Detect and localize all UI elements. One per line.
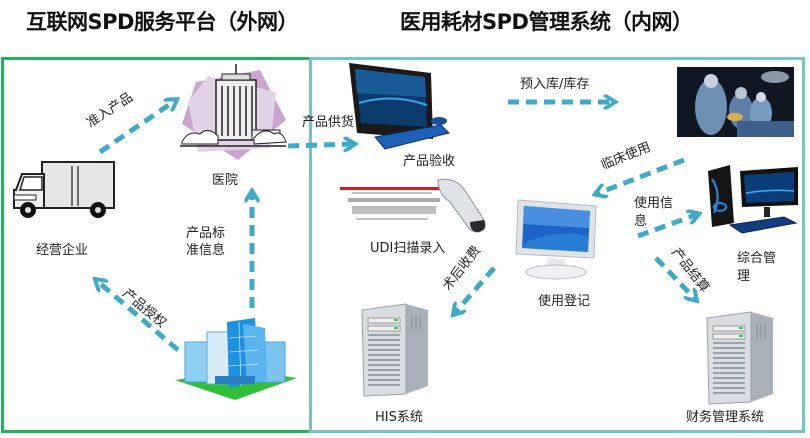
arrow-label-supply: 产品供货	[302, 115, 355, 130]
arrow-label-usage-info-1: 使用信	[634, 196, 674, 211]
management-desktop-computer-icon	[708, 165, 798, 234]
hospital-building-icon	[180, 64, 287, 160]
arrow-label-warehousing: 预入库/库存	[520, 77, 590, 92]
node-label-enterprise: 经营企业	[36, 243, 89, 258]
usage-registration-monitor-icon	[515, 199, 597, 280]
finance-server-icon	[706, 311, 773, 405]
arrow-settlement	[654, 256, 696, 300]
outer-network-title: 互联网SPD服务平台（外网）	[26, 10, 298, 34]
node-label-usage-registration: 使用登记	[538, 294, 591, 309]
node-label-his: HIS系统	[375, 410, 423, 425]
clinical-surgery-photo	[677, 67, 794, 137]
inner-network-title: 医用耗材SPD管理系统（内网）	[400, 10, 693, 34]
arrow-admission	[98, 100, 176, 155]
node-label-general-management-2: 理	[737, 269, 751, 284]
arrow-clinical-use	[596, 157, 685, 194]
node-label-general-management-1: 综合管	[737, 251, 777, 266]
node-label-udi-scan: UDI扫描录入	[370, 241, 446, 256]
arrow-supply	[287, 144, 354, 146]
arrow-label-standard-info-1: 产品标	[186, 226, 226, 241]
node-label-hospital: 医院	[212, 173, 239, 188]
node-label-acceptance: 产品验收	[403, 154, 456, 169]
inner-network-region	[309, 57, 805, 433]
delivery-truck-icon	[13, 161, 115, 218]
all-in-one-computer-icon	[349, 63, 450, 150]
arrow-post-op-billing	[454, 266, 496, 314]
outer-network-region	[1, 57, 309, 433]
udi-barcode-scanner-icon	[340, 178, 486, 233]
arrow-label-usage-info-2: 息	[634, 214, 648, 229]
node-label-finance: 财务管理系统	[686, 410, 765, 425]
arrow-usage-info	[637, 214, 698, 239]
his-server-icon	[361, 303, 428, 397]
arrow-label-standard-info-2: 准信息	[186, 243, 226, 258]
enterprise-platform-building-icon	[175, 318, 297, 400]
